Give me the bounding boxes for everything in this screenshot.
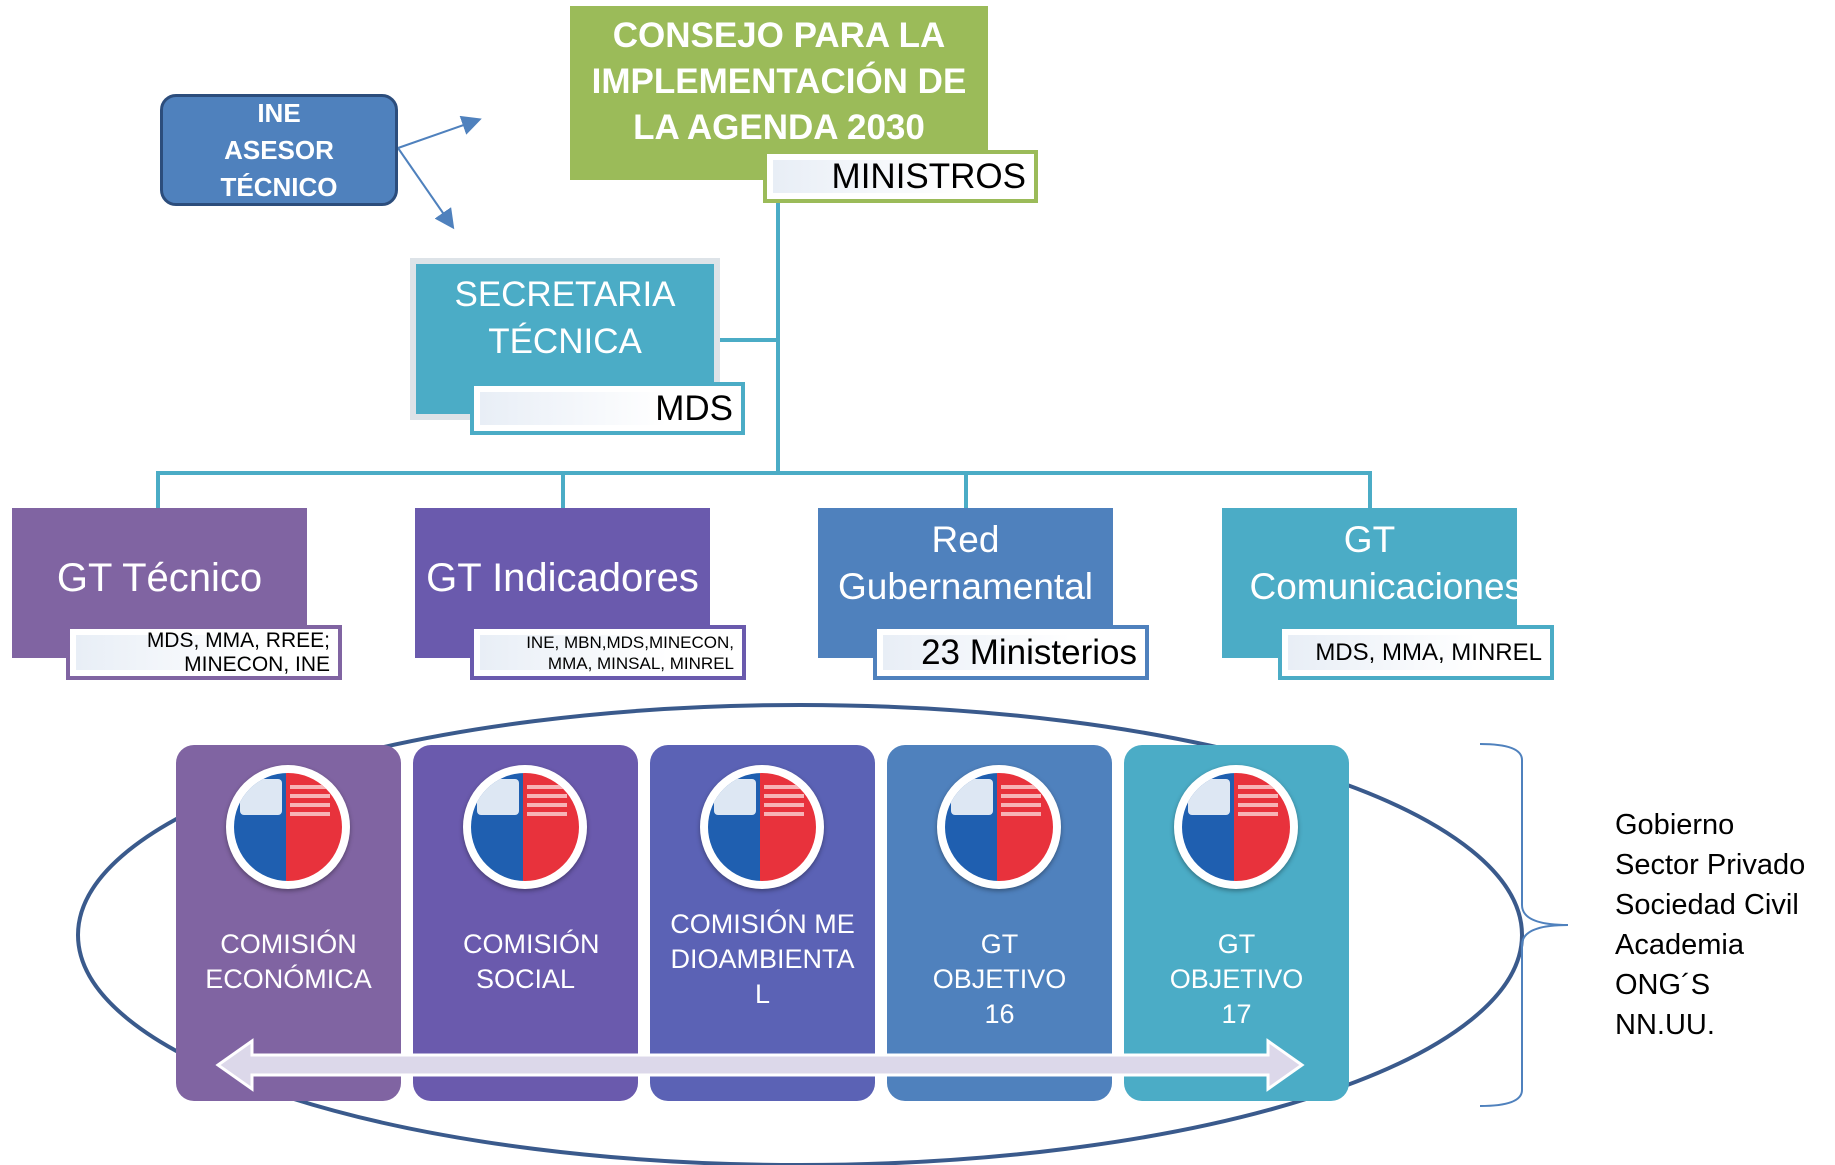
commission-card-gt-objetivo-17: GT OBJETIVO 17 xyxy=(1124,745,1349,1101)
commission-card-gt-objetivo-16: GT OBJETIVO 16 xyxy=(887,745,1112,1101)
group-members-tag: INE, MBN,MDS,MINECON, MMA, MINSAL, MINRE… xyxy=(470,625,746,680)
commission-card-economica: COMISIÓN ECONÓMICA xyxy=(176,745,401,1101)
council-members: MINISTROS xyxy=(831,156,1026,196)
commission-card-social: COMISIÓN SOCIAL xyxy=(413,745,638,1101)
group-members-tag: 23 Ministerios xyxy=(873,625,1149,680)
council-members-tag: MINISTROS xyxy=(763,150,1038,203)
commission-label: COMISIÓN SOCIAL xyxy=(463,929,600,994)
stakeholder-item: NN.UU. xyxy=(1615,1009,1715,1041)
ministry-seal-icon xyxy=(937,765,1061,889)
stakeholder-item: Academia xyxy=(1615,929,1744,961)
group-members: INE, MBN,MDS,MINECON, MMA, MINSAL, MINRE… xyxy=(526,632,734,673)
advisor-box: INE ASESOR TÉCNICO xyxy=(160,94,398,206)
stakeholder-item: ONG´S xyxy=(1615,969,1711,1001)
secretariat-title: SECRETARIA TÉCNICA xyxy=(454,275,676,361)
stakeholder-item: Gobierno xyxy=(1615,809,1735,841)
group-members: MDS, MMA, RREE; MINECON, INE xyxy=(146,628,330,676)
advisor-line-1: INE xyxy=(257,97,301,128)
group-members-tag: MDS, MMA, RREE; MINECON, INE xyxy=(66,625,342,680)
stakeholder-brace xyxy=(1479,743,1569,1107)
commission-label: COMISIÓN ECONÓMICA xyxy=(205,929,372,994)
ministry-seal-icon xyxy=(1174,765,1298,889)
ministry-seal-icon xyxy=(463,765,587,889)
secretariat-members-tag: MDS xyxy=(470,382,745,435)
commission-label: GT OBJETIVO 16 xyxy=(932,929,1067,1029)
ministry-seal-icon xyxy=(700,765,824,889)
council-title: CONSEJO PARA LA IMPLEMENTACIÓN DE LA AGE… xyxy=(591,16,967,147)
commission-label: GT OBJETIVO 17 xyxy=(1169,929,1304,1029)
ministry-seal-icon xyxy=(226,765,350,889)
commission-label: COMISIÓN MEDIOAMBIENTAL xyxy=(670,909,855,1009)
advisor-line-3: TÉCNICO xyxy=(220,171,338,202)
stakeholder-list: Gobierno Sector Privado Sociedad Civil A… xyxy=(1615,805,1805,1045)
advisor-arrow-down xyxy=(397,147,455,230)
advisor-line-2: ASESOR xyxy=(224,134,334,165)
commission-card-medioambiental: COMISIÓN MEDIOAMBIENTAL xyxy=(650,745,875,1101)
stakeholder-ellipse xyxy=(76,703,1524,1165)
double-arrow-icon xyxy=(215,1038,1305,1092)
group-members: 23 Ministerios xyxy=(921,632,1137,672)
group-title: GT Técnico xyxy=(56,556,263,600)
group-title: GT Indicadores xyxy=(426,556,699,600)
stakeholder-item: Sociedad Civil xyxy=(1615,889,1799,921)
group-members-tag: MDS, MMA, MINREL xyxy=(1278,625,1554,680)
group-title: GT Comunicaciones xyxy=(1249,519,1524,607)
group-title: Red Gubernamental xyxy=(837,519,1094,607)
stakeholder-item: Sector Privado xyxy=(1615,849,1806,881)
secretariat-members: MDS xyxy=(655,388,733,428)
advisor-arrow-up xyxy=(397,115,482,149)
group-members: MDS, MMA, MINREL xyxy=(1315,638,1542,666)
